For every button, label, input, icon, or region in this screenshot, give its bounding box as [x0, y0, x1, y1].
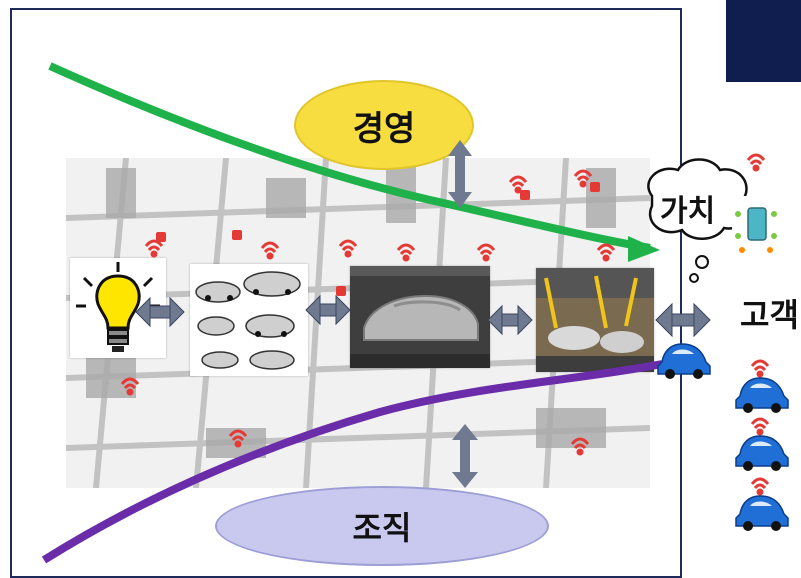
customer-label: 고객 — [740, 296, 799, 334]
wifi-icon — [746, 153, 766, 172]
car-3d-model — [350, 266, 490, 368]
wifi-icon — [750, 359, 770, 378]
organization-label: 조직 — [352, 509, 412, 547]
corner-decoration — [726, 0, 801, 82]
organization-ellipse: 조직 — [215, 486, 549, 566]
lightbulb-icon — [76, 262, 160, 352]
car-sketches-image — [190, 264, 308, 376]
car-icon — [735, 377, 789, 413]
wifi-icon — [750, 477, 770, 496]
management-label: 경영 — [352, 108, 416, 149]
value-label: 가치 — [660, 194, 716, 229]
management-ellipse: 경영 — [294, 80, 474, 170]
car-3d-model-image — [350, 266, 490, 368]
assembly-line — [536, 268, 654, 372]
assembly-line-image — [536, 268, 654, 372]
wifi-icon — [750, 417, 770, 436]
phone-icon — [732, 196, 778, 264]
car-icon — [735, 495, 789, 531]
car-sketches — [195, 271, 301, 370]
car-icon — [735, 435, 789, 471]
idea-card — [70, 258, 166, 358]
